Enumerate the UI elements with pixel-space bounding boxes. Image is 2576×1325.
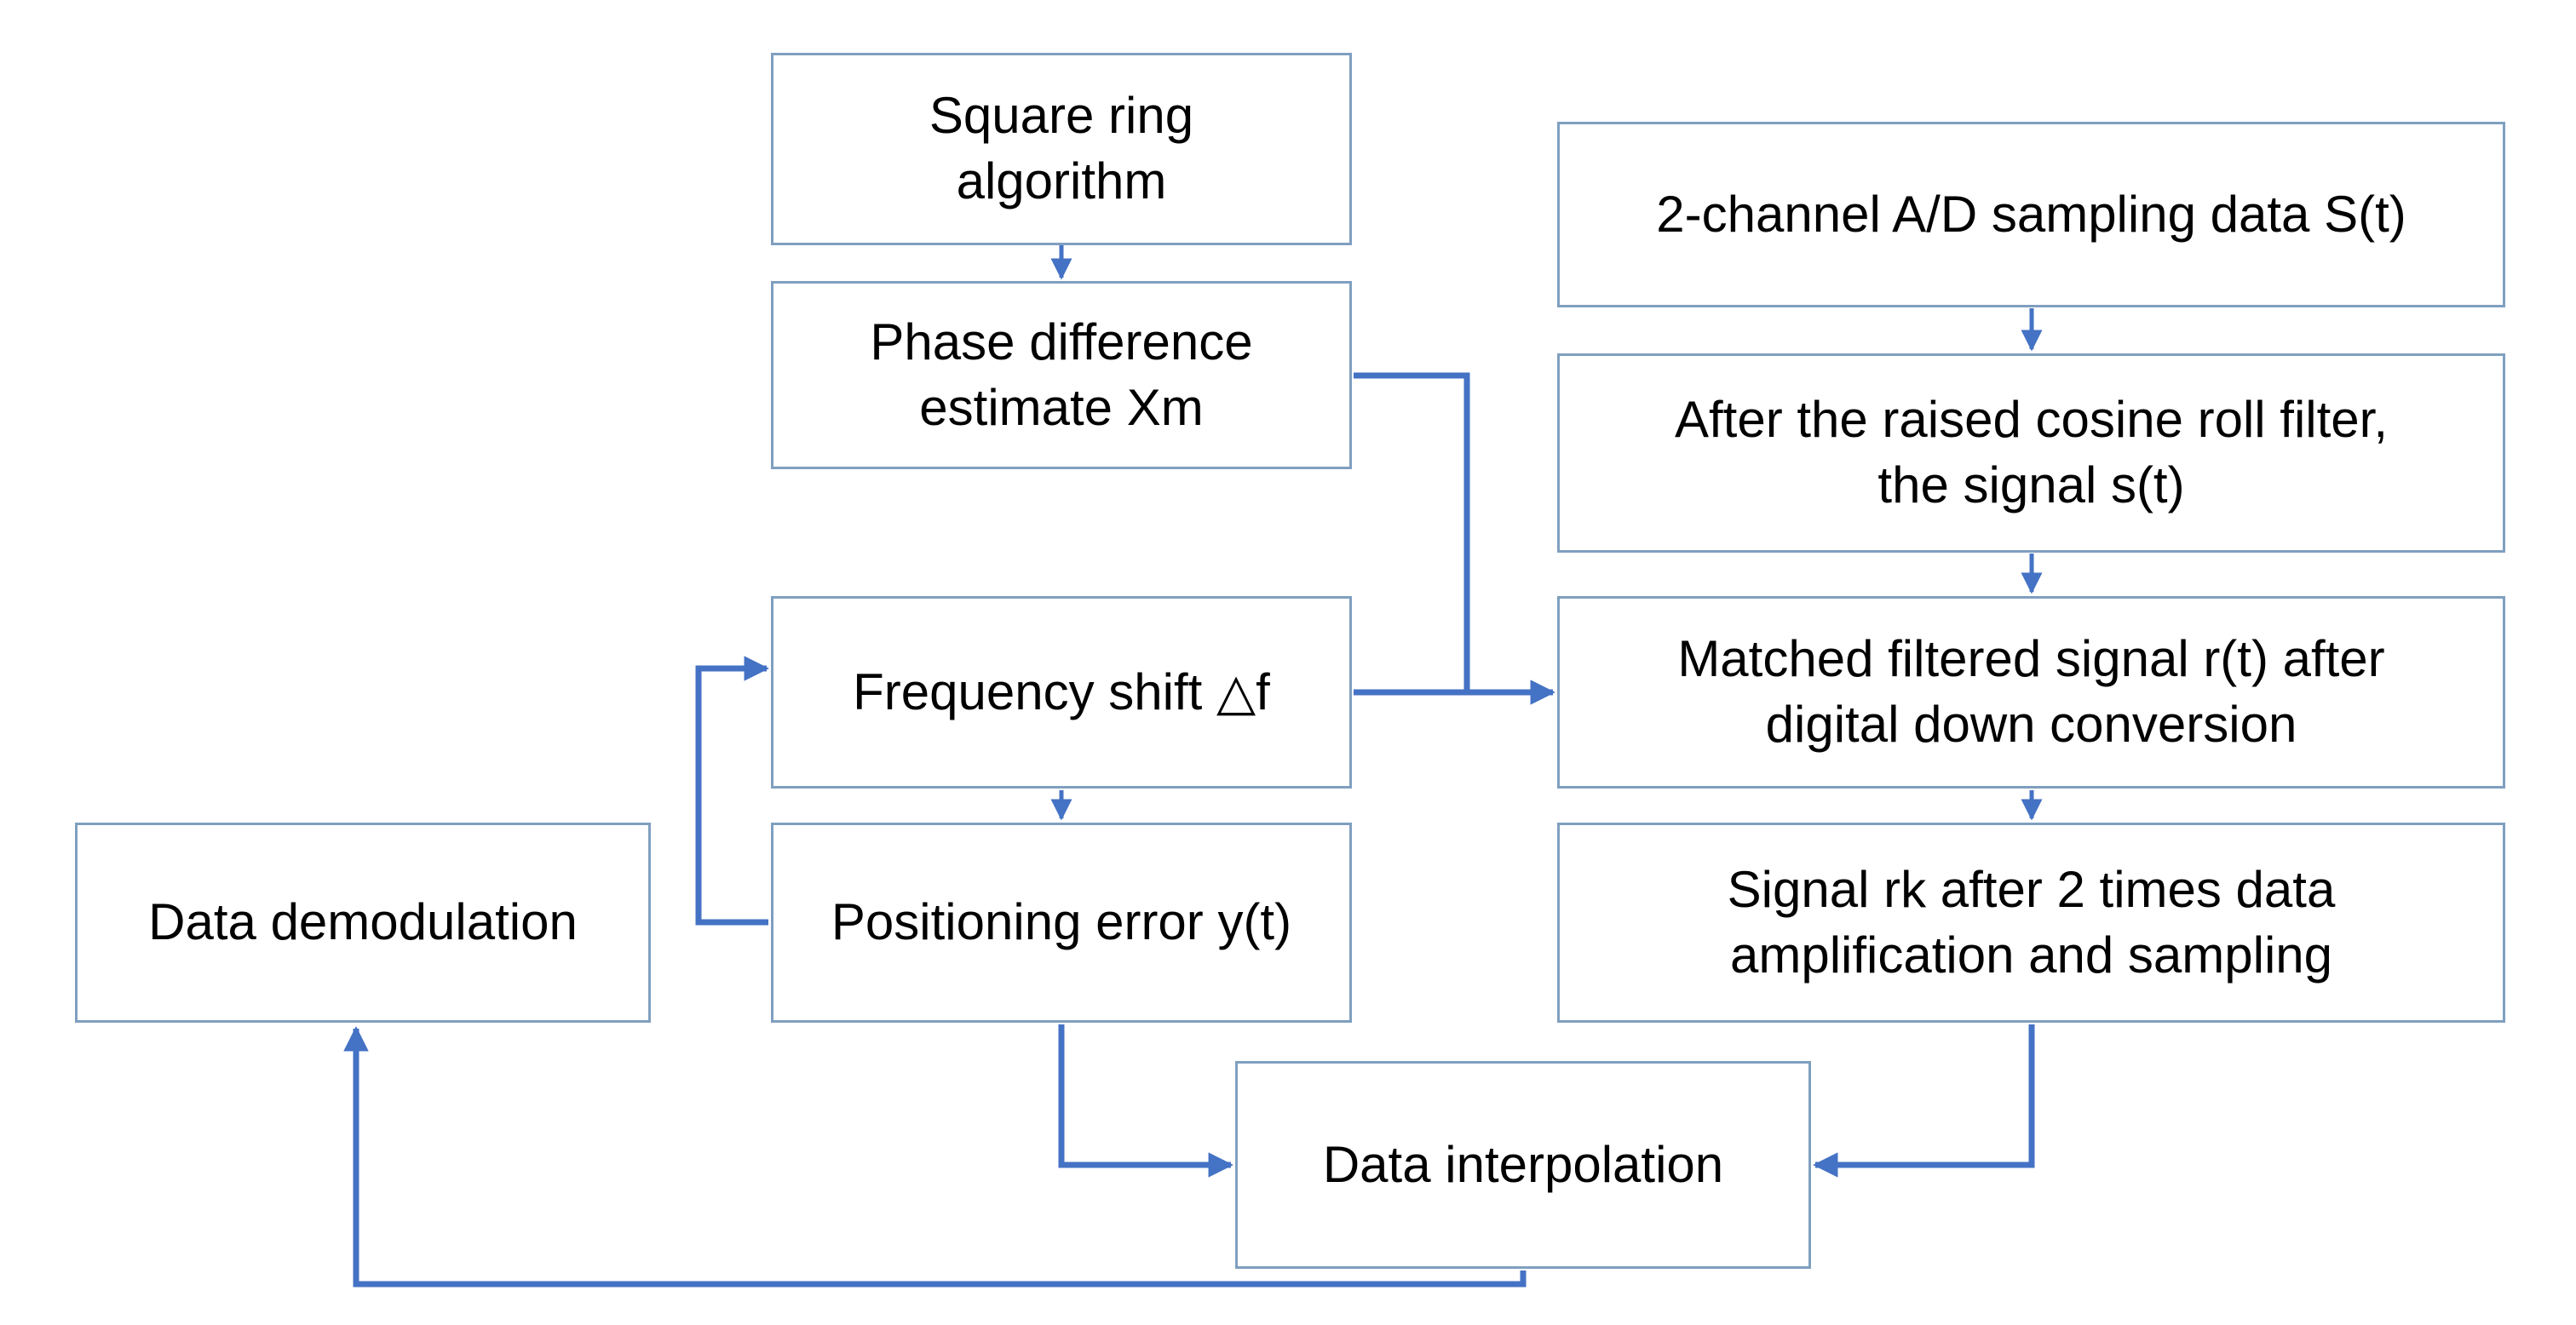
node-label-ad-sampling-data: 2-channel A/D sampling data S(t) [1656,185,2406,243]
node-signal-rk-amplification[interactable]: Signal rk after 2 times data amplificati… [1557,823,2505,1023]
node-raised-cosine-roll-filter[interactable]: After the raised cosine roll filter, the… [1557,353,2505,553]
node-label-phase-difference-estimate: Phase difference estimate Xm [870,313,1253,436]
node-label-positioning-error: Positioning error y(t) [831,893,1292,951]
node-phase-difference-estimate[interactable]: Phase difference estimate Xm [771,281,1352,469]
node-label-matched-filtered-signal: Matched filtered signal r(t) after digit… [1677,630,2385,753]
edge-data-interpolation-to-data-demodulation [343,1026,1527,1288]
edge-phase-difference-to-matched-filter [1354,372,1470,692]
node-label-square-ring-algorithm: Square ring algorithm [929,87,1194,209]
node-label-signal-rk-amplification: Signal rk after 2 times data amplificati… [1727,860,2336,984]
node-label-frequency-shift: Frequency shift △f [853,662,1270,720]
node-label-data-interpolation: Data interpolation [1322,1135,1724,1193]
node-positioning-error[interactable]: Positioning error y(t) [771,823,1352,1023]
node-data-demodulation[interactable]: Data demodulation [75,823,651,1023]
node-square-ring-algorithm[interactable]: Square ring algorithm [771,53,1352,245]
node-label-raised-cosine-roll-filter: After the raised cosine roll filter, the… [1674,391,2389,513]
edge-signal-rk-to-data-interpolation [1813,1024,2035,1178]
node-matched-filtered-signal[interactable]: Matched filtered signal r(t) after digit… [1557,596,2505,789]
node-data-interpolation[interactable]: Data interpolation [1235,1061,1811,1269]
node-ad-sampling-data[interactable]: 2-channel A/D sampling data S(t) [1557,122,2505,307]
node-frequency-shift[interactable]: Frequency shift △f [771,596,1352,789]
node-label-data-demodulation: Data demodulation [148,893,578,951]
edge-positioning-error-to-data-interpolation [1058,1024,1233,1178]
edge-positioning-error-to-frequency-shift [695,656,769,926]
